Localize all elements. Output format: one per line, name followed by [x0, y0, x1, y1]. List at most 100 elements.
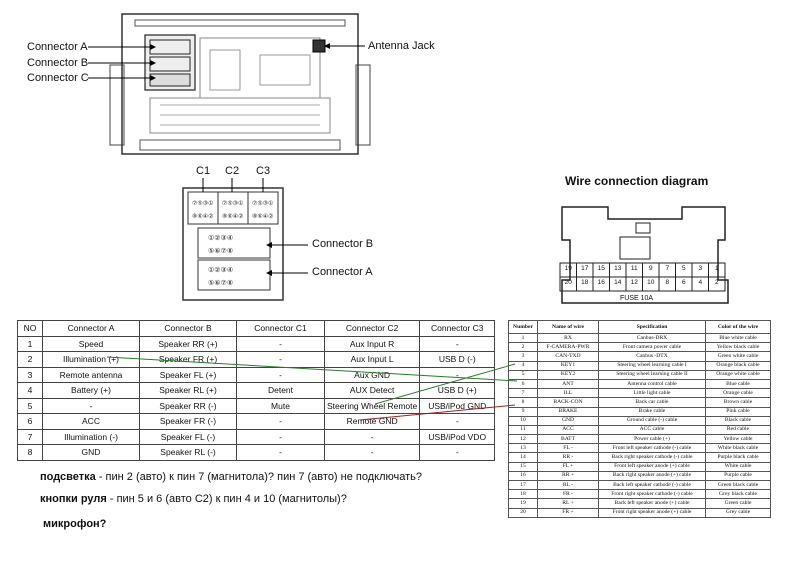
right-cell: Back right speaker anode (+) cable [598, 470, 706, 482]
right-header-cell: Number [508, 320, 538, 334]
connector-a-face-label: Connector A [312, 266, 373, 278]
right-cell: 14 [508, 452, 538, 463]
left-cell: 5 [17, 397, 43, 414]
svg-text:⑧⑥④②: ⑧⑥④② [192, 213, 214, 220]
right-cell: Red cable [705, 424, 771, 436]
right-cell: Steering wheel learning cable I [598, 360, 706, 371]
right-cell: FL - [537, 443, 599, 454]
right-cell: 7 [508, 388, 538, 399]
left-cell: Speed [42, 335, 140, 352]
note-illumination: подсветка - пин 2 (авто) к пин 7 (магнит… [40, 471, 422, 483]
plug-pin-number: 2 [714, 279, 719, 286]
right-cell: Ground cable (-) cable [598, 415, 706, 426]
c2-label: C2 [225, 165, 240, 177]
svg-text:⑧⑥④②: ⑧⑥④② [252, 213, 274, 220]
right-cell: Yellow black cable [705, 342, 771, 353]
right-cell: 20 [508, 507, 538, 518]
left-header-cell: Connector C1 [236, 320, 325, 337]
right-cell: CAN-TXD [537, 351, 599, 362]
left-cell: - [323, 428, 421, 445]
right-cell: Canbus-DRX [598, 332, 706, 344]
right-cell: 12 [508, 434, 538, 445]
left-cell: USB/iPod VDO [419, 428, 496, 445]
left-header-cell: Connector C2 [323, 320, 421, 337]
right-cell: Brown cable [705, 397, 771, 408]
right-cell: RR - [537, 452, 599, 463]
right-cell: Power cable (+) [598, 434, 706, 445]
right-cell: 19 [508, 498, 538, 509]
right-cell: ILL [537, 388, 599, 399]
right-cell: BRAKE [537, 406, 599, 417]
left-cell: 3 [17, 366, 43, 383]
plug-pin-number: 17 [581, 265, 589, 272]
right-cell: GND [537, 415, 599, 426]
right-cell: Front right speaker cathode (-) cable [598, 489, 706, 500]
left-cell: - [236, 413, 325, 430]
left-cell: - [236, 351, 325, 368]
right-cell: 6 [508, 378, 538, 390]
left-cell: Mute [236, 397, 325, 414]
left-cell: Speaker RL (-) [139, 444, 237, 461]
connector-a-label: Connector A [27, 41, 88, 53]
svg-text:⑧⑥④②: ⑧⑥④② [222, 213, 244, 220]
svg-text:⑦⑤③①: ⑦⑤③① [192, 200, 214, 207]
left-cell: Steering Wheel Remote [323, 397, 421, 414]
right-cell: 16 [508, 470, 538, 482]
left-cell: Aux GND [323, 366, 421, 383]
left-cell: USB/iPod GND [419, 397, 496, 414]
left-cell: - [419, 366, 496, 383]
svg-text:⑦⑤③①: ⑦⑤③① [252, 200, 274, 207]
left-cell: - [42, 397, 140, 414]
right-cell: Little light cable [598, 388, 706, 399]
right-cell: Pink cable [705, 406, 771, 417]
right-cell: Yellow cable [705, 434, 771, 445]
left-cell: - [236, 335, 325, 352]
left-cell: Detent [236, 382, 325, 399]
right-cell: RX [537, 332, 599, 344]
right-cell: Grey cable [705, 507, 771, 518]
right-cell: White cable [705, 461, 771, 472]
note-steering-text: - пин 5 и 6 (авто С2) к пин 4 и 10 (магн… [106, 493, 347, 505]
right-cell: FR + [537, 507, 599, 518]
left-cell: USB D (+) [419, 382, 496, 399]
left-header-cell: Connector A [42, 320, 140, 337]
plug-pin-number: 6 [681, 279, 686, 286]
right-cell: 5 [508, 369, 538, 380]
connector-b-face-label: Connector B [312, 238, 374, 250]
right-cell: RL - [537, 479, 599, 491]
right-cell: BATT [537, 434, 599, 445]
left-cell: - [236, 428, 325, 445]
right-cell: KEY2 [537, 369, 599, 380]
right-cell: 8 [508, 397, 538, 408]
fuse-label: FUSE 10A [620, 295, 654, 302]
left-cell: 7 [17, 428, 43, 445]
right-cell: Back car cable [598, 397, 706, 408]
connector-b-label: Connector B [27, 57, 89, 69]
right-cell: Antenna control cable [598, 378, 706, 390]
right-cell: 13 [508, 443, 538, 454]
left-cell: - [419, 413, 496, 430]
right-cell: Orange white cable [705, 369, 771, 380]
wire-diagram-title: Wire connection diagram [565, 174, 709, 188]
right-header-cell: Specification [598, 320, 706, 334]
right-header-cell: Color of the wire [705, 320, 771, 334]
left-cell: Illumination (-) [42, 428, 140, 445]
plug-pin-number: 15 [597, 265, 605, 272]
plug-pin-number: 1 [714, 265, 719, 272]
left-cell: Remote GND [323, 413, 421, 430]
